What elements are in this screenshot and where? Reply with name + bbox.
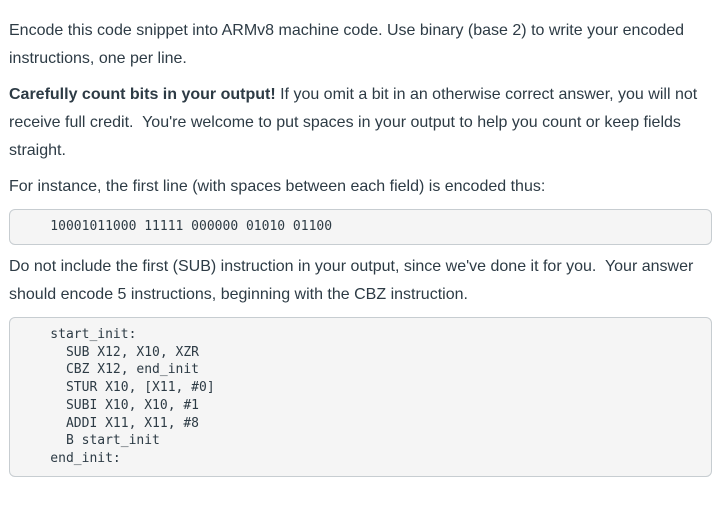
question-body: Encode this code snippet into ARMv8 mach… bbox=[9, 22, 712, 477]
warning-bold-text: Carefully count bits in your output! bbox=[9, 86, 276, 103]
paragraph-intro: Encode this code snippet into ARMv8 mach… bbox=[9, 22, 689, 67]
assembly-code-block: start_init: SUB X12, X10, XZR CBZ X12, e… bbox=[9, 316, 712, 477]
paragraph-example-intro: For instance, the first line (with space… bbox=[9, 178, 546, 195]
example-encoding-code-block: 10001011000 11111 000000 01010 01100 bbox=[9, 209, 712, 245]
paragraph-task: Do not include the first (SUB) instructi… bbox=[9, 257, 698, 303]
warning-regular-text: If you omit a bit in an otherwise correc… bbox=[9, 86, 702, 159]
paragraph-warning: Carefully count bits in your output! If … bbox=[9, 81, 712, 165]
